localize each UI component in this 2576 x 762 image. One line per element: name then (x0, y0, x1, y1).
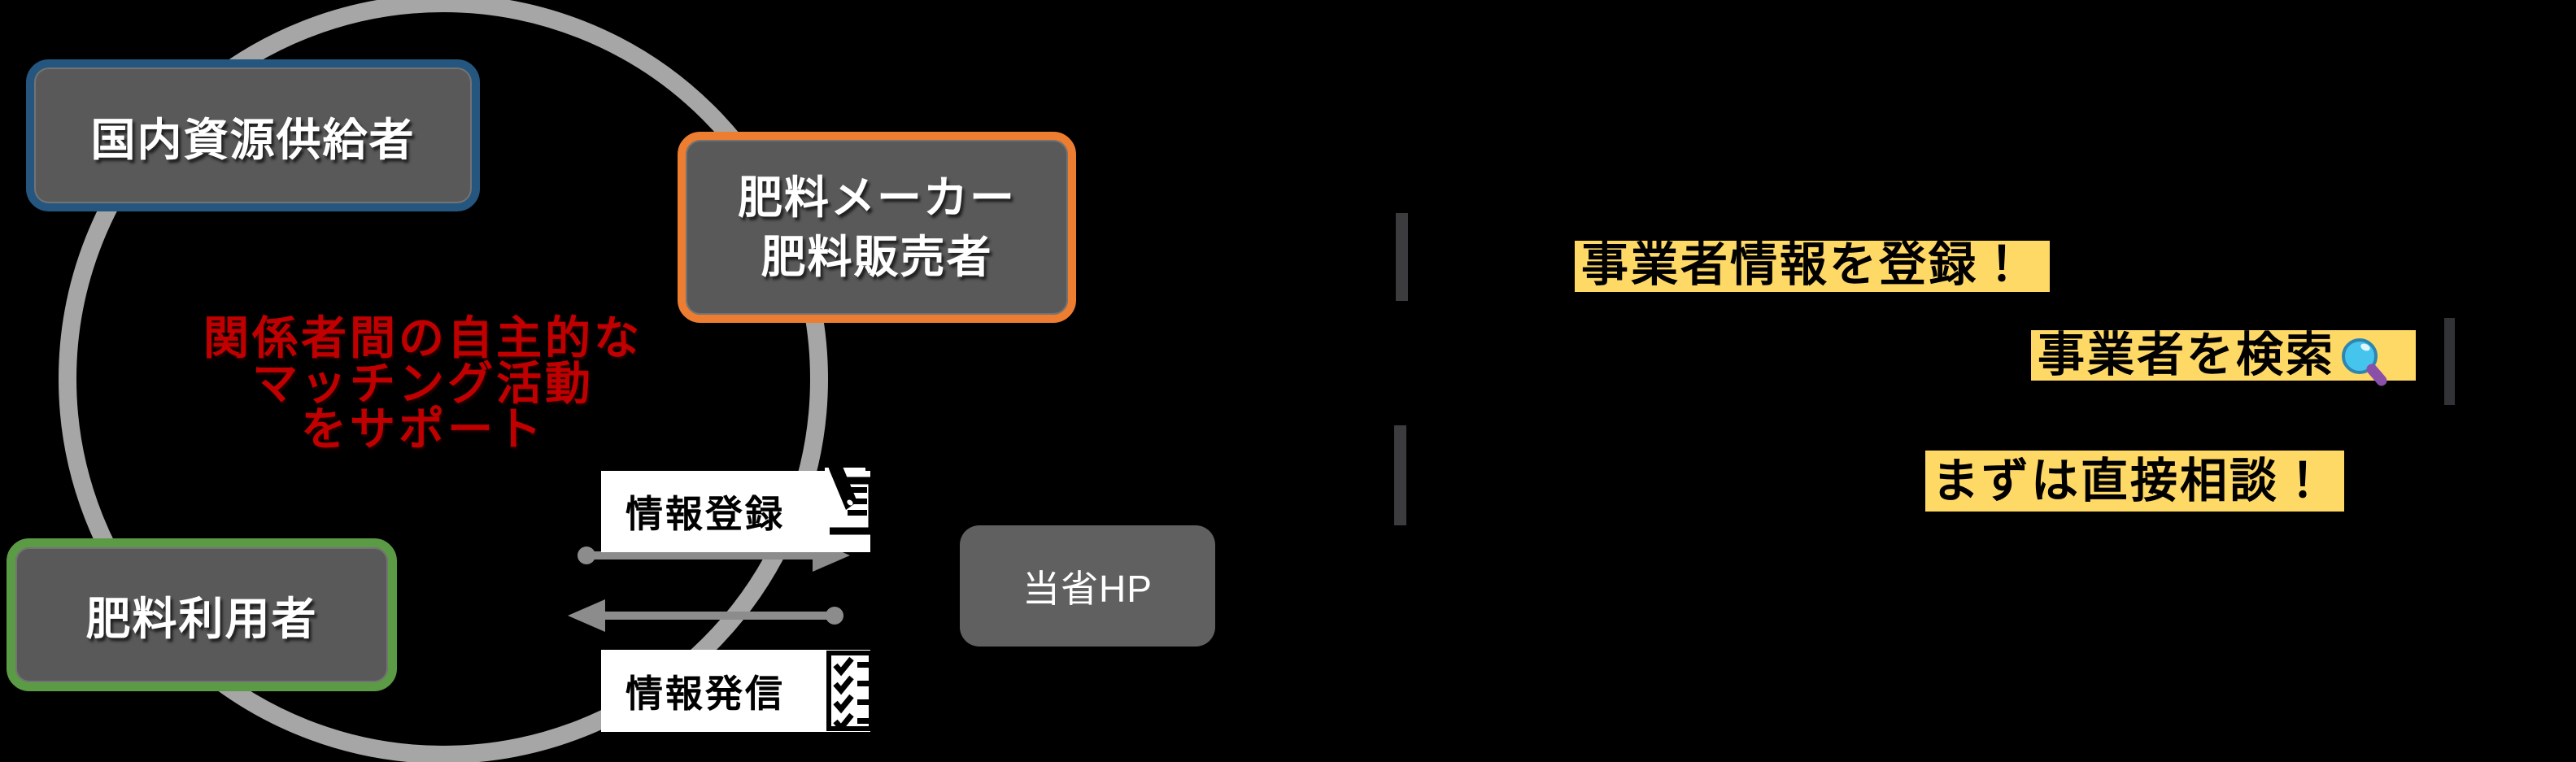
callout-text: 事業者を検索 (2038, 329, 2336, 381)
node-label-line: 肥料販売者 (761, 231, 993, 282)
center-note-line: をサポート (301, 403, 545, 455)
callout-search-operators: 事業者を検索 (2031, 329, 2416, 386)
node-label-line: 肥料メーカー (737, 172, 1016, 223)
flow-label-text: 情報登録 (625, 493, 785, 535)
callout-text: 事業者情報を登録！ (1581, 238, 2029, 291)
checklist-icon (826, 651, 874, 731)
accent-bar (2444, 318, 2455, 405)
accent-bar (1396, 213, 1408, 301)
callout-text: まずは直接相談！ (1932, 455, 2330, 507)
center-note-line: マッチング活動 (252, 358, 594, 409)
pen-form-icon (825, 456, 876, 535)
ministry-hp-label: 当省HP (1022, 567, 1153, 610)
callout-register-info: 事業者情報を登録！ (1575, 241, 2050, 292)
publish-flow-arrow-icon (568, 599, 843, 632)
node-fertilizer-maker-seller: 肥料メーカー 肥料販売者 (678, 132, 1076, 323)
node-fertilizer-user: 肥料利用者 (7, 538, 397, 691)
center-note: 関係者間の自主的な マッチング活動 をサポート (187, 316, 659, 452)
center-note-line: 関係者間の自主的な (203, 312, 643, 364)
flow-label-text: 情報発信 (625, 672, 785, 715)
ministry-hp-box: 当省HP (960, 525, 1215, 647)
node-label: 肥料利用者 (85, 594, 318, 644)
callout-direct-consult: まずは直接相談！ (1925, 451, 2344, 512)
accent-bar (1394, 425, 1406, 525)
node-domestic-resource-supplier: 国内資源供給者 (26, 59, 480, 211)
flow-label-publish: 情報発信 (601, 650, 870, 732)
magnifying-glass-icon (2342, 338, 2387, 386)
cycle-ring-icon (59, 0, 828, 762)
node-label: 国内資源供給者 (90, 114, 416, 165)
